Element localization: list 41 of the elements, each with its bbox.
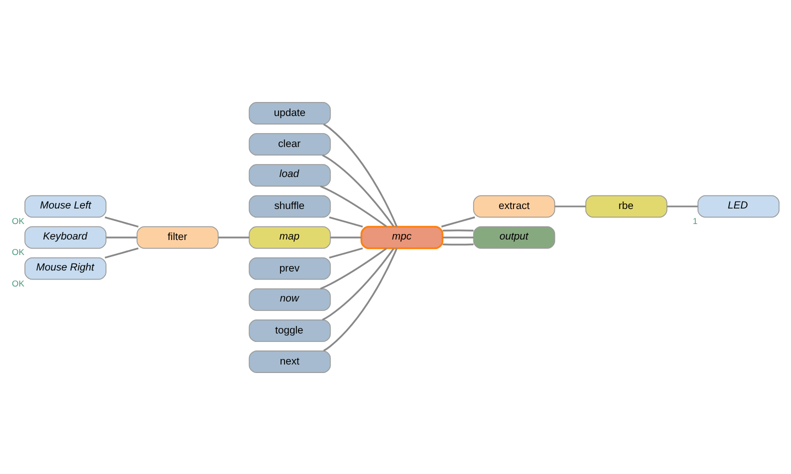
node-box: Mouse Right [24, 256, 106, 280]
node-box: clear [248, 132, 331, 156]
node-box: next [248, 350, 331, 372]
connector [322, 248, 394, 320]
connector [104, 216, 139, 228]
node-box: prev [248, 256, 331, 280]
node-label: OK [12, 246, 24, 257]
connector [218, 236, 250, 238]
node-box: now [248, 288, 331, 310]
connector [322, 154, 394, 226]
connector [442, 229, 474, 231]
connector [323, 122, 398, 226]
node-box: map [248, 226, 331, 248]
connector [104, 246, 139, 258]
node-box: output [473, 226, 556, 248]
node-label: OK [12, 278, 24, 288]
node-box: LED [698, 194, 780, 218]
node-label: 1 [692, 216, 698, 226]
node-box: load [248, 164, 331, 186]
connector [442, 236, 474, 238]
connector [320, 184, 387, 227]
node-box: Keyboard [24, 226, 106, 248]
node-box: rbe [585, 194, 668, 218]
connector [320, 247, 387, 290]
connector [329, 216, 363, 228]
node-box: filter [136, 226, 219, 248]
connector [330, 236, 362, 238]
connector [554, 205, 586, 207]
connector [329, 246, 363, 258]
connector [323, 248, 398, 352]
connector [442, 243, 474, 245]
node-box: update [248, 102, 331, 124]
node-box: shuffle [248, 194, 331, 218]
connector [441, 216, 476, 227]
node-box: Mouse Left [24, 194, 106, 218]
connector [106, 236, 137, 238]
node-box: mpc [360, 225, 444, 249]
node-box: extract [473, 194, 556, 218]
node-box: toggle [248, 318, 331, 342]
connector [667, 205, 698, 207]
node-label: OK [12, 216, 24, 226]
